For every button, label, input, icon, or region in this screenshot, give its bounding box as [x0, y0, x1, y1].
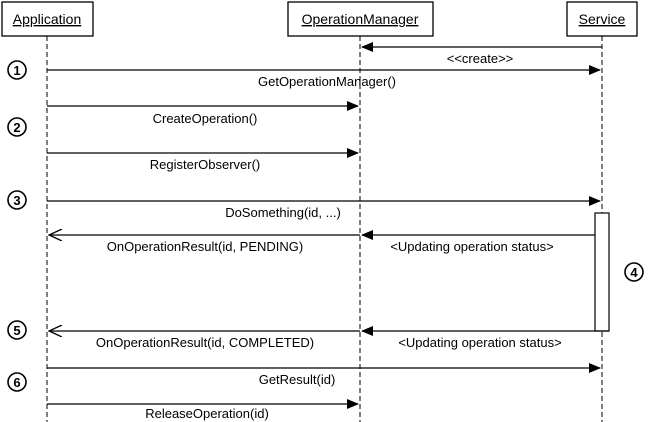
- message-release-operation: ReleaseOperation(id): [47, 399, 359, 421]
- step-marker-2: 2: [7, 117, 27, 137]
- message-get-result-label: GetResult(id): [259, 372, 336, 387]
- participant-service: Service: [566, 1, 638, 37]
- message-updating-status-1: <Updating operation status>: [361, 230, 595, 254]
- message-create-label: <<create>>: [447, 51, 514, 66]
- message-register-observer-label: RegisterObserver(): [150, 157, 261, 172]
- participant-application-label: Application: [13, 11, 82, 27]
- svg-text:4: 4: [630, 265, 638, 280]
- svg-text:5: 5: [13, 323, 20, 338]
- svg-text:6: 6: [13, 375, 20, 390]
- message-do-something-label: DoSomething(id, ...): [225, 205, 341, 220]
- message-create-operation: CreateOperation(): [47, 101, 359, 126]
- message-updating-status-1-label: <Updating operation status>: [390, 239, 553, 254]
- message-on-result-completed-label: OnOperationResult(id, COMPLETED): [96, 335, 314, 350]
- participant-operation-manager-label: OperationManager: [302, 11, 419, 27]
- svg-text:2: 2: [13, 120, 20, 135]
- message-on-result-pending-label: OnOperationResult(id, PENDING): [107, 239, 304, 254]
- message-create-operation-label: CreateOperation(): [153, 111, 258, 126]
- participant-service-label: Service: [579, 11, 626, 27]
- message-get-operation-manager: GetOperationManager(): [47, 65, 601, 89]
- step-marker-1: 1: [7, 60, 27, 80]
- step-marker-5: 5: [7, 320, 27, 340]
- message-release-operation-label: ReleaseOperation(id): [145, 406, 269, 421]
- message-updating-status-2-label: <Updating operation status>: [398, 335, 561, 350]
- step-marker-6: 6: [7, 372, 27, 392]
- participant-operation-manager: OperationManager: [287, 1, 434, 37]
- message-create: <<create>>: [361, 42, 602, 66]
- message-on-result-completed: OnOperationResult(id, COMPLETED): [49, 331, 360, 350]
- message-on-result-pending: OnOperationResult(id, PENDING): [49, 235, 360, 254]
- message-get-result: GetResult(id): [47, 363, 601, 387]
- service-activation-bar: [594, 212, 610, 332]
- message-do-something: DoSomething(id, ...): [47, 196, 601, 220]
- step-marker-4: 4: [624, 262, 644, 282]
- step-marker-3: 3: [7, 190, 27, 210]
- message-register-observer: RegisterObserver(): [47, 148, 359, 172]
- message-updating-status-2: <Updating operation status>: [361, 326, 609, 350]
- participant-application: Application: [1, 1, 94, 37]
- svg-text:3: 3: [13, 193, 20, 208]
- message-get-operation-manager-label: GetOperationManager(): [258, 74, 396, 89]
- svg-text:1: 1: [13, 63, 20, 78]
